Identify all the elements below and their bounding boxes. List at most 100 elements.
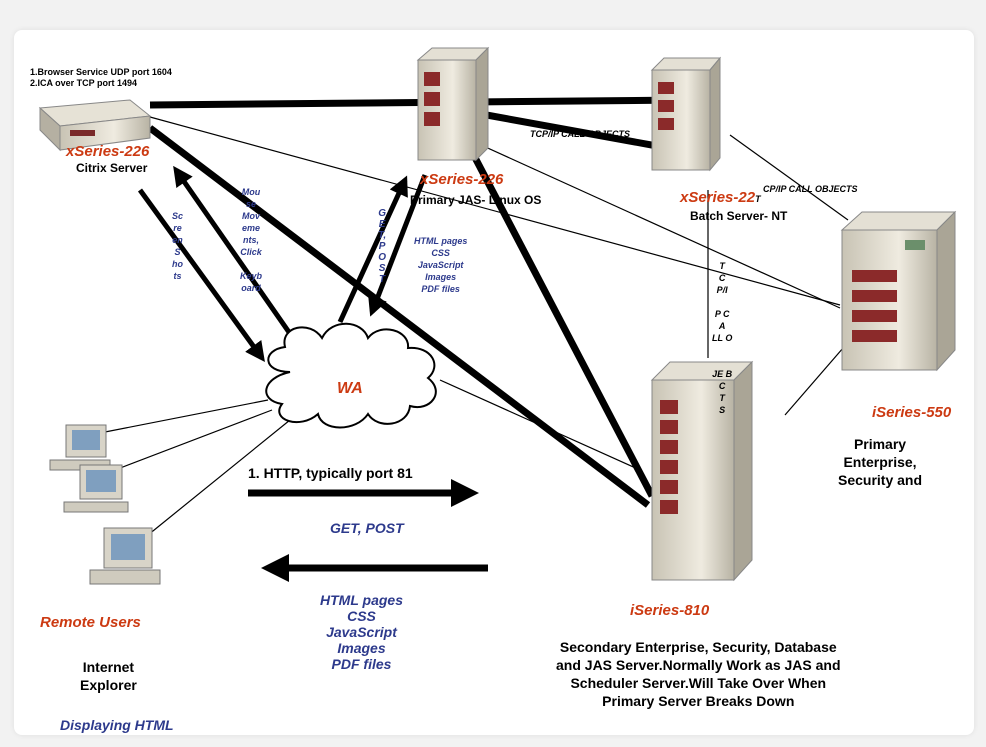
- jas-response-label-line: PDF files: [421, 284, 460, 294]
- iseries-810-role-line: Primary Server Breaks Down: [602, 693, 795, 709]
- mouse-keyboard-label-line: se: [246, 199, 257, 209]
- arrow-html-resp: [368, 174, 428, 317]
- get-post-label-line: P: [378, 241, 386, 252]
- tcp-vertical-label-line: C: [718, 381, 726, 391]
- screenshots-label-line: re: [173, 223, 182, 233]
- tcp-label-right: CP/IP CALL OBJECTS: [763, 184, 858, 194]
- citrix-server-name: xSeries-226: [66, 143, 150, 160]
- http-request-label: GET, POST: [330, 520, 404, 536]
- get-post-label-line: O: [378, 252, 386, 263]
- link-jas-i810: [466, 146, 656, 498]
- jas-response-label-line: HTML pages: [414, 236, 468, 246]
- http-label: 1. HTTP, typically port 81: [248, 465, 413, 481]
- tcp-vertical-label-line: P C: [714, 309, 730, 319]
- link-jas-batch: [469, 108, 669, 152]
- screenshots-label-line: ts: [173, 271, 182, 281]
- iseries-550-role-line: Enterprise,: [843, 454, 917, 470]
- mouse-keyboard-label-line: nts,: [243, 235, 260, 245]
- mouse-keyboard-label-line: oard: [241, 283, 261, 293]
- get-post-label-line: T: [379, 274, 386, 285]
- tcp-vertical-label-line: A: [718, 321, 726, 331]
- iseries-810-role-line: Secondary Enterprise, Security, Database: [559, 639, 837, 655]
- http-response-line: Images: [337, 640, 386, 656]
- screenshots-label-line: Sc: [172, 211, 184, 221]
- tcp-vertical-label-line: [712, 296, 732, 308]
- jas-server-icon: [416, 46, 490, 162]
- cloud-label: WA: [337, 380, 363, 397]
- tcp-vertical-label-line: T: [719, 261, 725, 271]
- iseries-550-role-line: Security and: [838, 472, 923, 488]
- link-citrix-i550: [149, 116, 841, 306]
- mouse-keyboard-label-line: eme: [242, 223, 261, 233]
- iseries-810-role-line: Scheduler Server.Will Take Over When: [570, 675, 827, 691]
- jas-server-name: xSeries-226: [420, 171, 504, 188]
- jas-response-label-line: JavaScript: [417, 260, 464, 270]
- get-post-label-line: S: [378, 263, 386, 274]
- arrow-input: [173, 165, 303, 350]
- remote-computer-icon-1: [49, 424, 111, 471]
- mouse-keyboard-label-line: Click: [240, 247, 262, 257]
- link-user3-cloud: [147, 419, 291, 536]
- http-response-line: HTML pages: [320, 592, 403, 608]
- link-jas-i550: [469, 139, 841, 309]
- http-response-line: JavaScript: [326, 624, 397, 640]
- tcp-label-top: TCP/IP CALL OBJECTS: [530, 129, 631, 139]
- citrix-port-2: 2.ICA over TCP port 1494: [30, 78, 138, 88]
- tcp-vertical-label-line: JE B: [712, 369, 733, 379]
- arrow-screenshots: [137, 188, 265, 363]
- tcp-vertical-label-line: C: [718, 273, 726, 283]
- iseries-810-role: Secondary Enterprise, Security, Database…: [556, 638, 841, 710]
- link-citrix-i810: [147, 125, 651, 508]
- tcp-vertical-label-line: S: [719, 405, 726, 415]
- remote-computer-icon-3: [89, 527, 161, 585]
- tcp-vertical-label-line: P/I: [716, 285, 728, 295]
- mouse-keyboard-label-line: Mou: [241, 187, 261, 197]
- screenshots-label-line: S: [174, 247, 181, 257]
- remote-users-role-line: Explorer: [80, 677, 137, 693]
- tcp-vertical-label-line: T: [719, 393, 725, 403]
- batch-server-role: Batch Server- NT: [690, 209, 788, 223]
- iseries-550-role-line: Primary: [853, 436, 907, 452]
- get-post-label-line: T,: [378, 230, 387, 241]
- remote-users-role-line: Internet: [82, 659, 135, 675]
- http-response-line: PDF files: [331, 656, 392, 672]
- citrix-server-icon: [38, 99, 152, 152]
- screenshots-label-line: ho: [172, 259, 183, 269]
- tcp-vertical-label-line: [712, 356, 732, 368]
- iseries-810-name: iSeries-810: [630, 602, 710, 619]
- remote-users-name: Remote Users: [40, 614, 141, 631]
- batch-server-icon: [650, 56, 722, 172]
- jas-server-role: Primary JAS- Linux OS: [410, 193, 542, 207]
- arrow-get-post: [337, 175, 408, 324]
- get-post-label-line: G: [378, 208, 386, 219]
- iseries-550-name: iSeries-550: [872, 404, 952, 421]
- displaying-html-label: Displaying HTML: [60, 717, 174, 733]
- citrix-server-role: Citrix Server: [76, 161, 148, 175]
- jas-response-label-line: Images: [425, 272, 457, 282]
- link-user2-cloud: [114, 409, 273, 471]
- http-response-line: CSS: [347, 608, 376, 624]
- mouse-keyboard-label-line: [240, 258, 262, 270]
- mouse-keyboard-label-line: Keyb: [240, 271, 263, 281]
- mouse-keyboard-label-line: Mov: [242, 211, 260, 221]
- iseries-810-role-line: and JAS Server.Normally Work as JAS and: [556, 657, 841, 673]
- jas-response-label-line: CSS: [431, 248, 450, 258]
- batch-server-name: xSeries-22T: [680, 189, 761, 206]
- link-batch-i550: [729, 134, 849, 221]
- screenshots-label-line: en: [172, 235, 183, 245]
- iseries-550-icon: [840, 210, 957, 372]
- citrix-port-1: 1.Browser Service UDP port 1604: [30, 67, 172, 77]
- get-post-label-line: E: [378, 219, 386, 230]
- tcp-vertical-label-line: LL O: [712, 333, 733, 343]
- tcp-vertical-label-line: [712, 344, 732, 356]
